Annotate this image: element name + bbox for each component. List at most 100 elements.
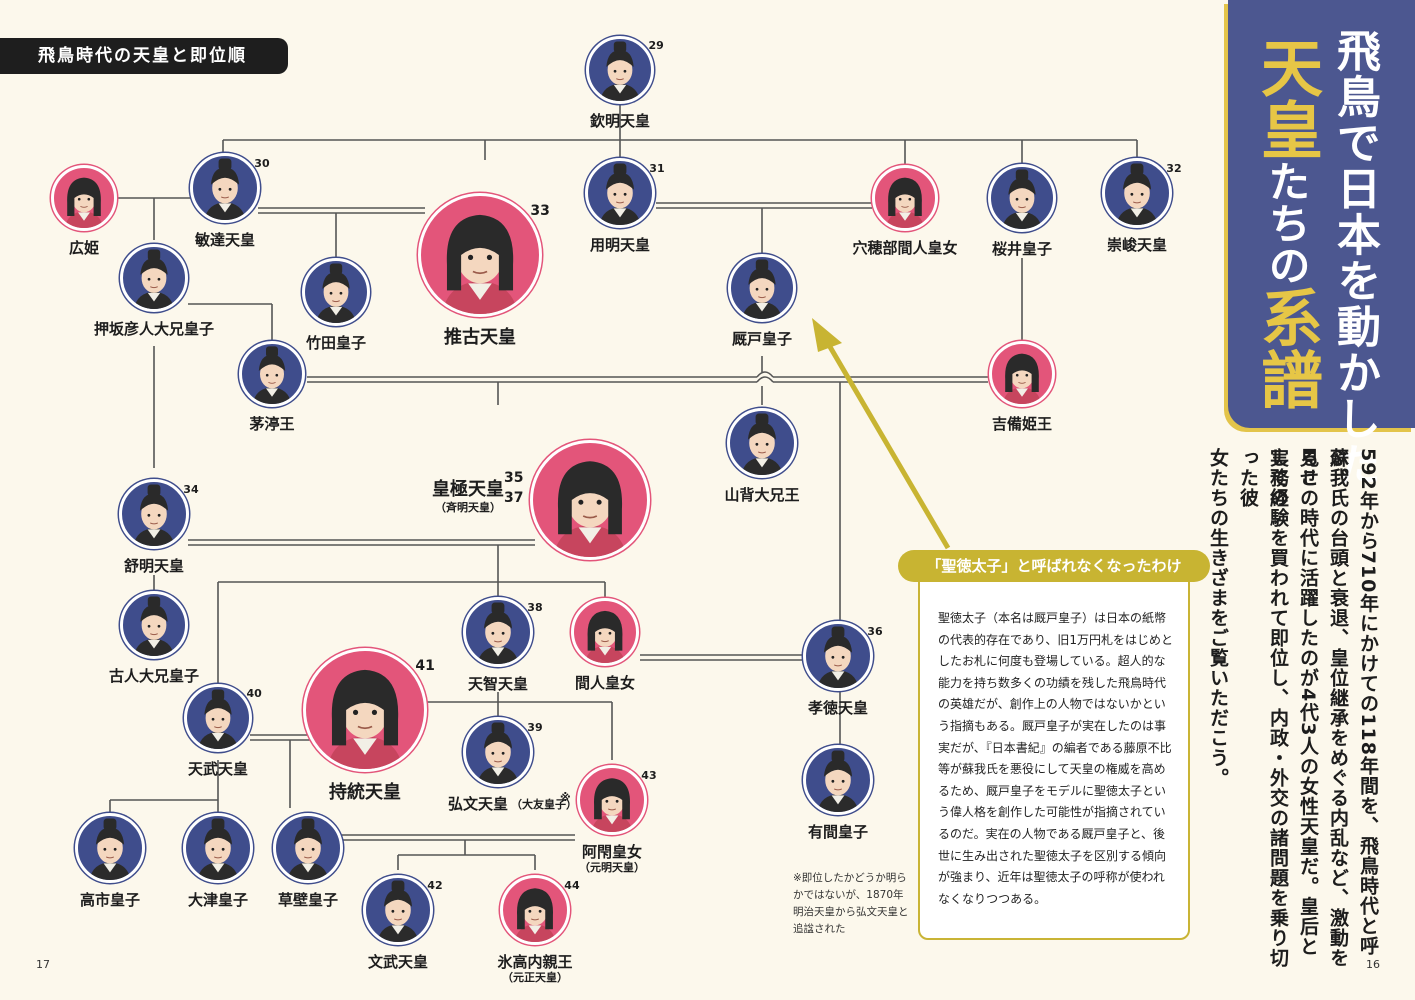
person-name: 文武天皇: [367, 953, 429, 971]
kotoku-portrait-icon: [803, 621, 873, 691]
person-name: 桜井皇子: [991, 240, 1053, 258]
intro-line-5: 女たちの生きざまをご覧いただこう。: [1207, 448, 1229, 788]
person-name: 弘文天皇: [447, 795, 509, 813]
person-name: 敏達天皇: [194, 231, 256, 249]
note-text: 聖徳太子（本名は厩戸皇子）は日本の紙幣の代表的存在であり、旧1万円札をはじめとし…: [938, 611, 1174, 906]
arima-portrait-icon: [803, 745, 873, 815]
page-number-left: 17: [36, 958, 50, 971]
hiroko-portrait-icon: [51, 165, 117, 231]
reign-order-number: 29: [648, 39, 664, 53]
takeda-portrait-icon: [302, 258, 370, 326]
person-name: 竹田皇子: [305, 334, 367, 352]
ahe-portrait-icon: [577, 765, 647, 835]
kinmei-portrait-icon: [586, 36, 654, 104]
person-name: 持統天皇: [329, 782, 401, 803]
note-heading: 「聖徳太子」と呼ばれなくなったわけ: [898, 550, 1210, 582]
person-name: 皇極天皇: [432, 479, 504, 500]
hashihito-portrait-icon: [571, 598, 639, 666]
person-alt-name: （元正天皇）: [502, 971, 568, 984]
person-name: 欽明天皇: [589, 112, 651, 130]
jomei-portrait-icon: [119, 479, 189, 549]
reign-order-number: 33: [530, 202, 550, 219]
jito-portrait-icon: [303, 648, 427, 772]
reign-order-number: 35: [504, 470, 524, 486]
person-name: 吉備姫王: [991, 415, 1053, 433]
person-name: 高市皇子: [79, 891, 141, 909]
bidatsu-portrait-icon: [190, 153, 260, 223]
person-name: 古人大兄皇子: [108, 667, 200, 685]
reign-order-number: 40: [246, 687, 262, 701]
anahobe-portrait-icon: [872, 165, 938, 231]
intro-line-1: 592年から710年にかけての118年間を、飛鳥時代と呼ぶ。: [1327, 448, 1379, 956]
title-big-lineage: 系譜: [1250, 286, 1323, 410]
pointer-arrow: [812, 318, 951, 550]
page-number-right: 16: [1366, 958, 1380, 971]
person-name: 山背大兄王: [724, 486, 800, 504]
person-name: 穴穂部間人皇女: [852, 239, 958, 257]
title-line1: 飛鳥で日本を動かした: [1329, 28, 1380, 488]
person-name: 阿閇皇女: [581, 843, 643, 861]
person-name: 茅渟王: [249, 415, 295, 433]
yamashiro-portrait-icon: [727, 408, 797, 478]
section-label: 飛鳥時代の天皇と即位順: [0, 38, 288, 74]
person-name: 間人皇女: [574, 674, 636, 692]
kibihime-portrait-icon: [989, 341, 1055, 407]
furuhito-portrait-icon: [120, 591, 188, 659]
tenji-portrait-icon: [463, 597, 533, 667]
reign-order-number: 30: [254, 156, 270, 170]
kobun-portrait-icon: [463, 717, 533, 787]
sakurai-portrait-icon: [988, 164, 1056, 232]
reign-order-number: 44: [564, 878, 580, 892]
note-box: [918, 572, 1190, 940]
title-panel: [1228, 0, 1415, 428]
person-footnote-mark: ※: [560, 791, 571, 804]
title-big-emperors: 天皇: [1250, 36, 1323, 160]
person-alt-name: （大友皇子）: [511, 798, 577, 811]
kusakabe-portrait-icon: [273, 813, 343, 883]
person-name: 草壁皇子: [277, 891, 339, 909]
takechi-portrait-icon: [75, 813, 145, 883]
person-name: 大津皇子: [187, 891, 249, 909]
tenmu-portrait-icon: [184, 684, 252, 752]
person-name: 舒明天皇: [123, 557, 185, 575]
person-name: 広姫: [68, 239, 100, 257]
person-name: 氷高内親王: [497, 953, 573, 971]
title-particle: たちの: [1262, 160, 1311, 286]
reign-order-number: 31: [649, 161, 665, 175]
person-name: 押坂彦人大兄皇子: [93, 320, 215, 338]
reign-order-number: 41: [415, 657, 435, 674]
title-line2: 天皇たちの系譜: [1250, 36, 1323, 410]
person-name: 用明天皇: [589, 236, 651, 254]
yomei-portrait-icon: [585, 158, 655, 228]
reign-order-number: 38: [527, 600, 543, 614]
reign-order-number: 39: [527, 720, 543, 734]
person-alt-name: （元明天皇）: [579, 861, 645, 874]
oshisaka-portrait-icon: [120, 244, 188, 312]
intro-line-3: るこの時代に活躍したのが4代3人の女性天皇だ。皇后としての: [1267, 448, 1319, 957]
footnote: ※即位したかどうか明らかではないが、1870年明治天皇から弘文天皇と追諡された: [793, 872, 909, 935]
umayado-portrait-icon: [728, 254, 796, 322]
reign-order-number: 32: [1166, 161, 1182, 175]
sushun-portrait-icon: [1102, 158, 1172, 228]
suiko-portrait-icon: [418, 193, 542, 317]
person-alt-name: （斉明天皇）: [435, 501, 501, 514]
reign-order-number: 43: [641, 768, 657, 782]
intro-line-2: 蘇我氏の台頭と衰退、皇位継承をめぐる内乱など、激動を見せ: [1297, 448, 1349, 968]
person-name: 天智天皇: [467, 675, 529, 693]
reign-order-number-second: 37: [504, 490, 524, 506]
person-name: 天武天皇: [187, 760, 249, 778]
reign-order-number: 34: [183, 482, 199, 496]
person-name: 推古天皇: [444, 327, 516, 348]
monmu-portrait-icon: [363, 875, 433, 945]
kogyoku-portrait-icon: [530, 440, 650, 560]
reign-order-number: 36: [867, 624, 883, 638]
otsu-portrait-icon: [183, 813, 253, 883]
hidaka-portrait-icon: [500, 875, 570, 945]
person-name: 厩戸皇子: [731, 330, 793, 348]
intro-line-4: 実務経験を買われて即位し、内政・外交の諸問題を乗り切った彼: [1237, 448, 1289, 968]
person-name: 孝徳天皇: [807, 699, 869, 717]
person-name: 有間皇子: [807, 823, 869, 841]
chinu-portrait-icon: [239, 341, 305, 407]
